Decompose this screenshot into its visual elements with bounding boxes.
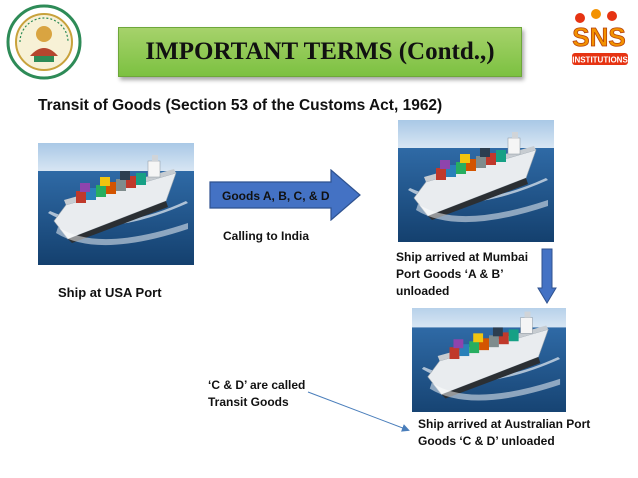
college-logo [6,4,82,80]
mumbai-label: Ship arrived at Mumbai Port Goods ‘A & B… [396,249,528,300]
goods-arrow-label: Goods A, B, C, & D [222,189,330,203]
mumbai-label-line3: unloaded [396,284,450,298]
australia-label: Ship arrived at Australian Port Goods ‘C… [418,416,590,450]
transit-note-line2: Transit Goods [208,395,289,409]
title-banner: IMPORTANT TERMS (Contd.,) [118,27,522,77]
mumbai-label-line2: Port Goods ‘A & B’ [396,267,504,281]
transit-note-line1: ‘C & D’ are called [208,378,306,392]
ship-image-usa [38,143,194,265]
australia-label-line1: Ship arrived at Australian Port [418,417,591,431]
slide-title: IMPORTANT TERMS (Contd.,) [145,38,495,65]
ship-image-mumbai [398,120,554,242]
australia-label-line2: Goods ‘C & D’ unloaded [418,434,555,448]
usa-port-label: Ship at USA Port [58,285,162,300]
ship-image-australia [412,308,566,412]
sns-institutions-logo: SNS INSTITUTIONS [566,8,632,70]
logo-text-institutions: INSTITUTIONS [572,56,628,65]
mumbai-label-line1: Ship arrived at Mumbai [396,250,529,264]
logo-text-sns: SNS [572,22,625,52]
down-arrow [537,248,557,304]
slide-subtitle: Transit of Goods (Section 53 of the Cust… [38,97,443,114]
transit-connector-arrow [300,388,416,436]
goods-arrow [209,168,361,222]
calling-label: Calling to India [223,229,309,243]
transit-note: ‘C & D’ are called Transit Goods [208,377,305,411]
